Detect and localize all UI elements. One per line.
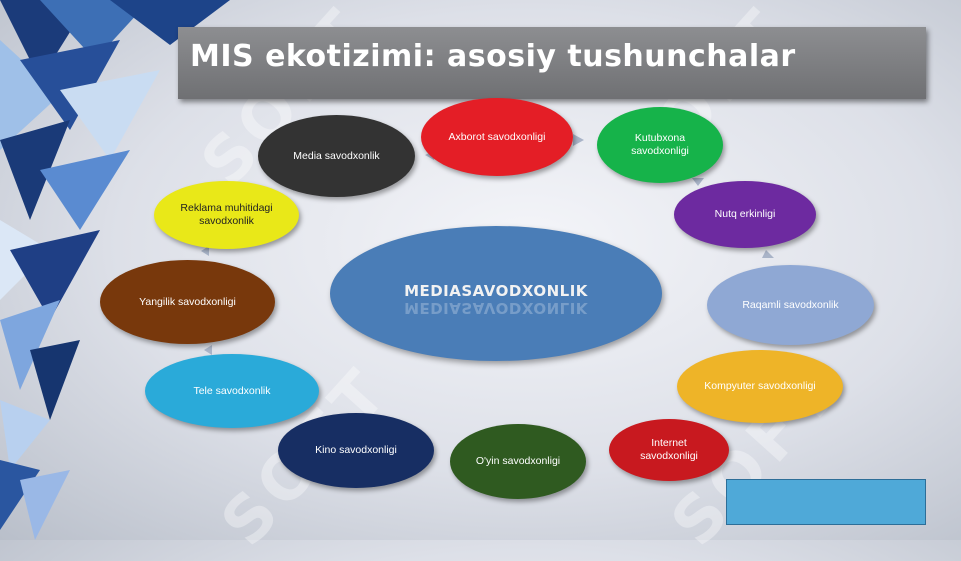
node-label: Tele savodxonlik bbox=[193, 384, 271, 397]
node-media: Media savodxonlik bbox=[258, 115, 415, 197]
node-yangilik: Yangilik savodxonligi bbox=[100, 260, 275, 344]
node-internet: Internet savodxonligi bbox=[609, 419, 729, 481]
corner-decoration bbox=[0, 0, 230, 540]
node-nutq: Nutq erkinligi bbox=[674, 181, 816, 248]
node-label: Kutubxona savodxonligi bbox=[631, 132, 689, 157]
slide-title: MIS ekotizimi: asosiy tushunchalar bbox=[190, 39, 796, 74]
node-raqamli: Raqamli savodxonlik bbox=[707, 265, 874, 345]
node-axborot: Axborot savodxonligi bbox=[421, 98, 573, 176]
node-label: Kompyuter savodxonligi bbox=[704, 380, 816, 392]
title-bar: MIS ekotizimi: asosiy tushunchalar bbox=[178, 27, 926, 99]
placeholder-box bbox=[726, 479, 926, 525]
node-tele: Tele savodxonlik bbox=[145, 354, 319, 428]
node-label: Reklama muhitidagi savodxonlik bbox=[180, 202, 273, 227]
node-label: Raqamli savodxonlik bbox=[742, 298, 839, 311]
center-node: MEDIASAVODXONLIK MEDIASAVODXONLIK bbox=[330, 226, 662, 361]
node-label: Nutq erkinligi bbox=[714, 208, 776, 220]
node-label: O'yin savodxonligi bbox=[475, 455, 561, 467]
center-label: MEDIASAVODXONLIK bbox=[404, 282, 588, 300]
node-reklama: Reklama muhitidagi savodxonlik bbox=[154, 181, 299, 249]
node-oyin: O'yin savodxonligi bbox=[450, 424, 586, 499]
node-label: Internet savodxonligi bbox=[640, 437, 698, 462]
node-label: Kino savodxonligi bbox=[315, 444, 397, 456]
center-label-reflection: MEDIASAVODXONLIK bbox=[404, 299, 588, 317]
node-label: Yangilik savodxonligi bbox=[139, 295, 236, 308]
node-kompyuter: Kompyuter savodxonligi bbox=[677, 350, 843, 423]
node-kutubxona: Kutubxona savodxonligi bbox=[597, 107, 723, 183]
node-kino: Kino savodxonligi bbox=[278, 413, 434, 488]
node-label: Axborot savodxonligi bbox=[448, 130, 546, 143]
node-label: Media savodxonlik bbox=[293, 149, 380, 162]
